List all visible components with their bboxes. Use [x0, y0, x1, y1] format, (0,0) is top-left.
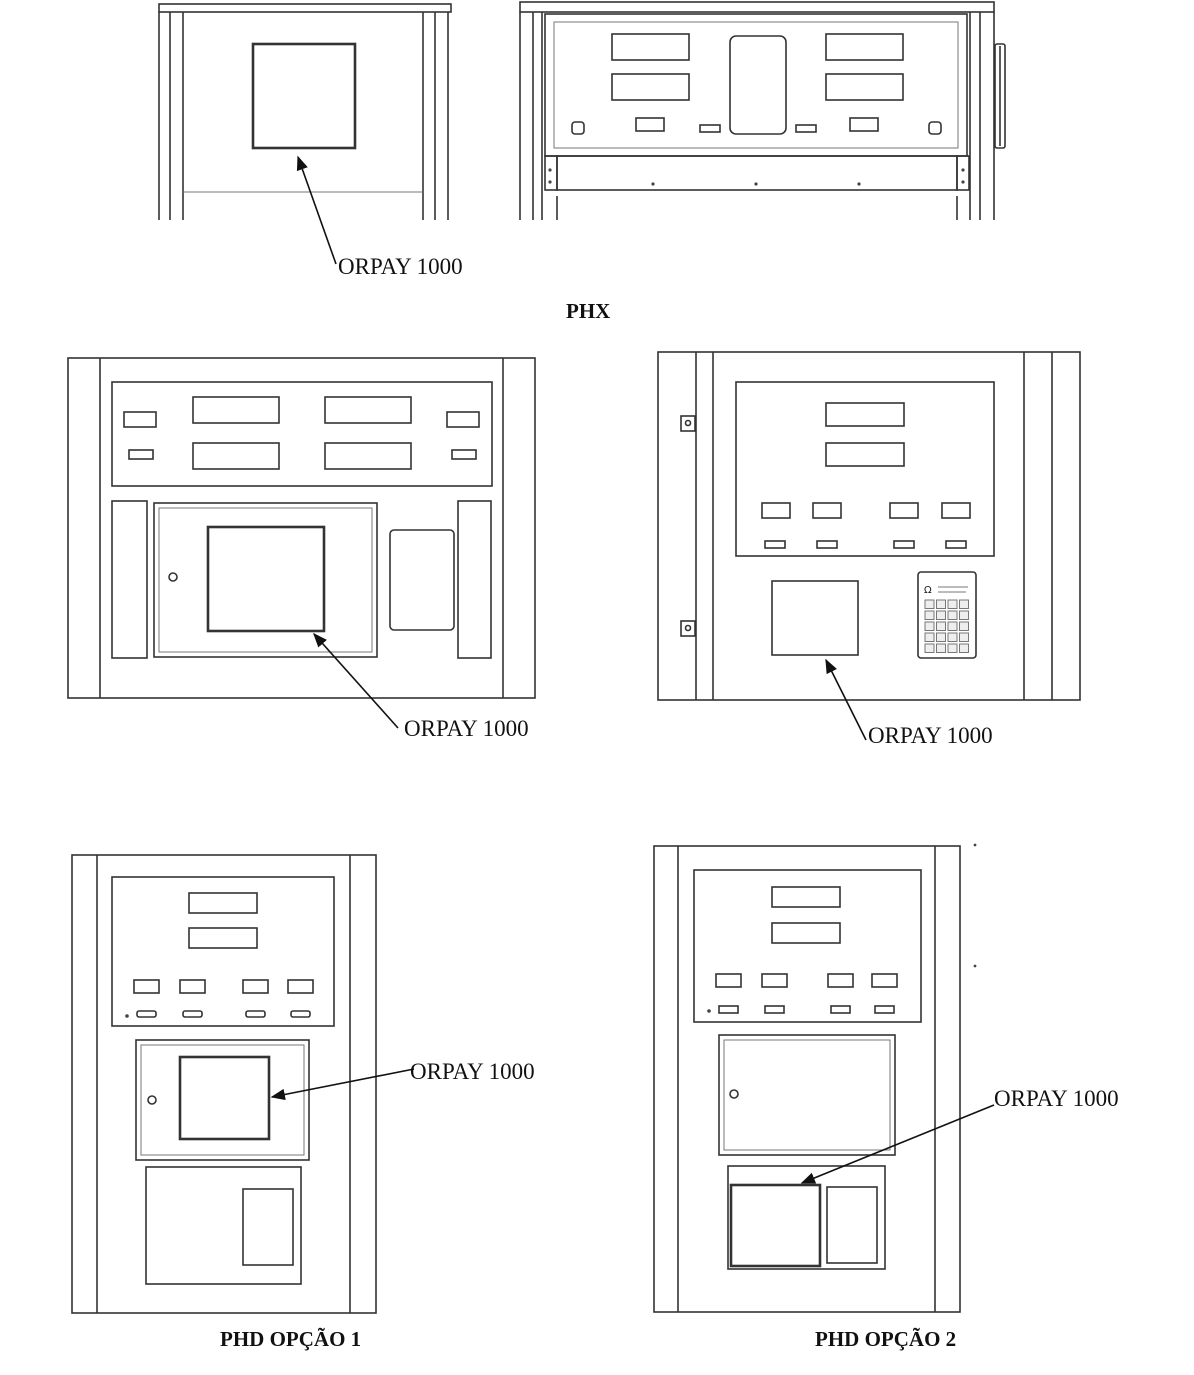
- arrow: [270, 1068, 415, 1101]
- keypad-key: [924, 610, 935, 620]
- keypad-key: [947, 643, 958, 653]
- keypad-key: [924, 599, 935, 609]
- phd-option-2-dispenser: [653, 843, 977, 1313]
- keypad-brand: Ω: [924, 585, 932, 596]
- device-label: ORPAY 1000: [868, 723, 993, 748]
- keypad-key: [936, 632, 946, 642]
- orpay-device-screen: [178, 1055, 271, 1141]
- keypad-key: [959, 610, 969, 620]
- phd-option-1-dispenser: [71, 854, 377, 1314]
- keypad-key: [959, 632, 969, 642]
- phx-wide-dispenser: [67, 357, 536, 699]
- device-label: ORPAY 1000: [338, 254, 463, 279]
- keypad: Ω: [917, 571, 977, 659]
- title-phd-option-2: PHD OPÇÃO 2: [815, 1327, 956, 1351]
- keypad-key: [936, 621, 946, 631]
- orpay-device-screen: [729, 1183, 822, 1268]
- keypad-key: [924, 643, 935, 653]
- arrow: [313, 632, 399, 729]
- orpay-device-screen: [251, 42, 357, 150]
- arrow: [296, 155, 337, 265]
- keypad-key: [936, 599, 946, 609]
- device-label: ORPAY 1000: [994, 1086, 1119, 1111]
- top-right-dispenser: [519, 1, 1006, 220]
- orpay-device-screen: [771, 580, 859, 656]
- keypad-key: [959, 599, 969, 609]
- keypad-key: [947, 599, 958, 609]
- keypad-key: [947, 632, 958, 642]
- keypad-key: [959, 643, 969, 653]
- orpay-device-screen: [206, 525, 326, 633]
- keypad-key: [959, 621, 969, 631]
- keypad-key: [947, 610, 958, 620]
- arrow: [800, 1104, 995, 1184]
- device-label: ORPAY 1000: [404, 716, 529, 741]
- title-phx: PHX: [566, 299, 610, 323]
- keypad-key: [924, 621, 935, 631]
- keypad-key: [924, 632, 935, 642]
- keypad-key: [936, 643, 946, 653]
- phx-keypad-dispenser: Ω: [657, 351, 1081, 701]
- keypad-key: [936, 610, 946, 620]
- device-label: ORPAY 1000: [410, 1059, 535, 1084]
- keypad-key: [947, 621, 958, 631]
- arrow: [825, 658, 867, 741]
- top-left-dispenser: [158, 3, 452, 220]
- title-phd-option-1: PHD OPÇÃO 1: [220, 1327, 361, 1351]
